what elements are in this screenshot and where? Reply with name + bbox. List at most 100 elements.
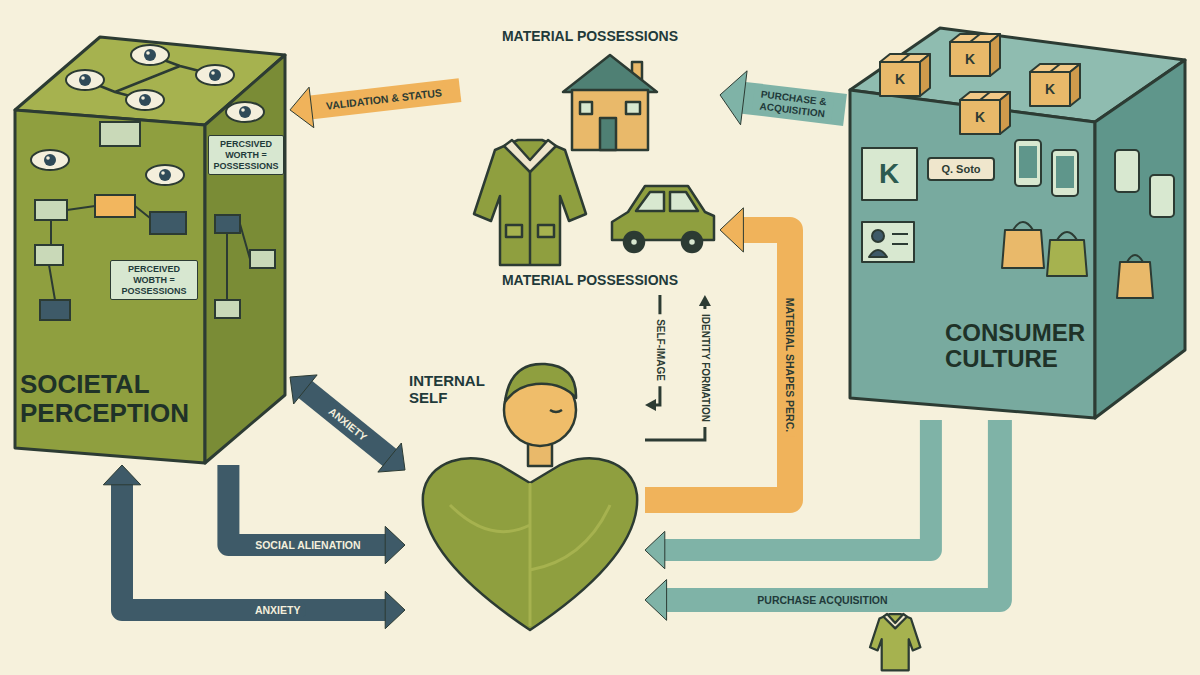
illustration-part	[572, 90, 648, 150]
arrow-head	[103, 465, 140, 485]
illustration-part	[960, 92, 1010, 134]
illustration-part	[131, 45, 169, 65]
illustration-part	[563, 55, 657, 92]
illustration-part	[15, 110, 205, 463]
small-jacket	[870, 614, 920, 670]
illustration-part	[1150, 175, 1174, 217]
connector-arrow	[645, 420, 931, 569]
illustration-part	[636, 192, 664, 211]
illustration-part	[950, 34, 1000, 76]
edge-label: SOCIAL ALIENATION	[255, 539, 360, 551]
illustration-part	[1047, 240, 1087, 276]
connector-arrow	[290, 87, 460, 128]
illustration-part	[1115, 150, 1139, 192]
arrow-head	[290, 375, 317, 404]
panel-text: PERCSIVED WORTH = POSSESSIONS	[212, 139, 280, 171]
illustration-part	[505, 364, 576, 402]
illustration-part	[862, 222, 914, 262]
illustration-part	[474, 140, 586, 265]
illustration-part	[682, 232, 702, 252]
arrow-head	[290, 87, 314, 128]
illustration-part	[688, 238, 696, 246]
connector-line	[122, 483, 387, 610]
brand-letter: K	[1045, 82, 1055, 96]
connector-line	[645, 305, 705, 440]
node-title: SOCIETAL PERCEPTION	[20, 370, 205, 427]
connector-line	[304, 388, 391, 459]
label-box: K	[895, 72, 905, 86]
illustration-part	[1095, 60, 1185, 418]
societal-cube	[15, 37, 285, 463]
illustration-part	[146, 165, 184, 185]
node-title: CONSUMER CULTURE	[945, 320, 1095, 373]
illustration-part	[423, 458, 637, 630]
illustration-part	[630, 238, 638, 246]
edge-label: ANXIETY	[255, 604, 301, 616]
illustration-part	[205, 55, 285, 463]
arrow-head	[645, 580, 667, 621]
brand-letter: K	[975, 110, 985, 124]
edge-label: SELF-IMAGE	[654, 319, 666, 381]
illustration-part	[1127, 255, 1143, 262]
illustration-part	[612, 186, 714, 240]
edge-label-patch: PURCHASE ACQUISITION	[752, 593, 892, 607]
edge-label-patch: MATERIAL SHAPES PERC.	[783, 293, 797, 437]
node-label-box: MATERIAL POSSESSIONS	[495, 29, 685, 44]
label-box: K	[879, 160, 899, 188]
label-box: K	[965, 52, 975, 66]
brand-letter: K	[895, 72, 905, 86]
illustration-part	[1019, 146, 1037, 178]
illustration-part	[862, 148, 917, 200]
connector-arrow	[290, 375, 405, 472]
concept-node: INTERNAL SELF	[405, 365, 645, 645]
illustration-part	[538, 225, 554, 237]
car	[612, 186, 714, 252]
parcels	[880, 34, 1080, 134]
illustration-part	[670, 192, 698, 211]
arrow-head	[645, 531, 665, 568]
arrow-head	[699, 295, 711, 306]
illustration-part	[626, 102, 640, 114]
name-tag: Q. Soto	[941, 164, 980, 175]
arrow-head	[378, 443, 405, 472]
text-panel: PERCEIVED WOBTH = POSSESSIONS	[110, 260, 198, 300]
concept-node: SOCIETAL PERCEPTION PERCSIVED WORTH = POS…	[10, 25, 290, 465]
illustration-part	[600, 118, 616, 150]
illustration-part	[1002, 230, 1044, 268]
edge-label-patch: ANXIETY	[250, 603, 306, 617]
self-figure	[423, 364, 637, 630]
illustration-part	[250, 250, 275, 268]
illustration-part	[504, 140, 556, 172]
edge-label-patch: ANXIETY	[321, 401, 373, 447]
illustration-part	[1013, 222, 1033, 230]
connector-arrow	[645, 295, 711, 440]
node-title: MATERIAL POSSESSIONS	[495, 29, 685, 44]
node-title: INTERNAL SELF	[409, 373, 501, 406]
illustration-part	[928, 158, 994, 180]
illustration-part	[215, 215, 240, 233]
edge-label-patch: SOCIAL ALIENATION	[250, 538, 365, 552]
illustration-part	[31, 150, 69, 170]
illustration-part	[1056, 156, 1074, 188]
illustration-part	[95, 195, 135, 217]
concept-node: MATERIAL POSSESSIONSMATERIAL POSSESSIONS	[460, 25, 720, 295]
illustration-part	[870, 614, 920, 670]
label-box: K	[975, 110, 985, 124]
connector-arrow	[720, 71, 845, 125]
arrow-head	[385, 526, 405, 563]
illustration-part	[450, 483, 610, 626]
node-label-box: SOCIETAL PERCEPTION	[20, 370, 205, 427]
connector-line	[663, 420, 931, 550]
arrow-head	[720, 208, 743, 252]
house	[563, 55, 657, 150]
shop-items	[862, 140, 1174, 298]
illustration-part	[1052, 150, 1078, 196]
illustration-part	[1117, 262, 1153, 298]
brand-letter: K	[879, 160, 899, 188]
text-panel: PERCSIVED WORTH = POSSESSIONS	[208, 135, 284, 175]
illustration-part	[550, 410, 562, 412]
connector-arrow	[645, 420, 1000, 620]
node-label-box: CONSUMER CULTURE	[945, 320, 1095, 373]
illustration-part	[35, 245, 63, 265]
illustration-part	[226, 102, 264, 122]
